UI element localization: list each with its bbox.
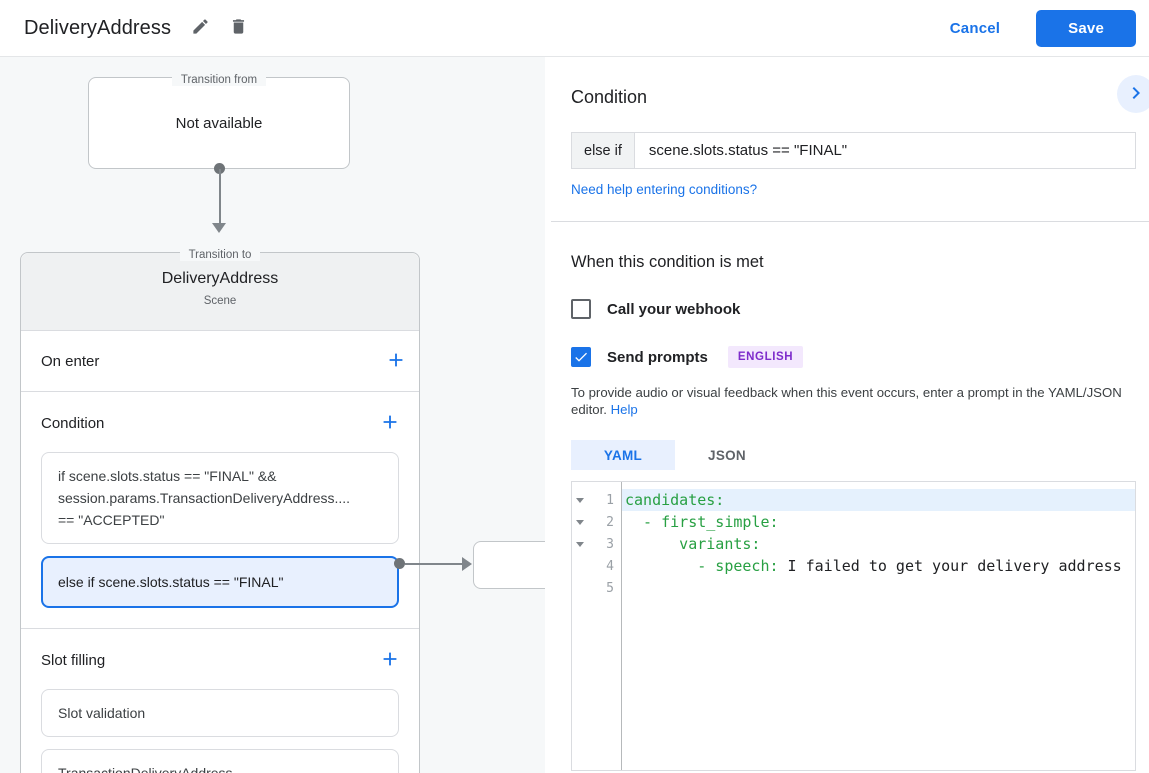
collapse-panel-button[interactable]	[1117, 75, 1149, 113]
connector-arrowhead-down	[212, 223, 226, 233]
slot-transaction-item[interactable]: TransactionDeliveryAddress	[41, 749, 399, 773]
delete-scene-button[interactable]	[221, 11, 255, 45]
fold-arrow-icon[interactable]	[576, 519, 584, 525]
slot-filling-label: Slot filling	[41, 651, 106, 669]
fold-arrow-icon[interactable]	[576, 497, 584, 503]
plus-icon	[385, 349, 407, 374]
line-number: 2	[606, 514, 614, 530]
send-prompts-label: Send prompts	[607, 348, 708, 366]
connector-arrowhead-right	[462, 557, 472, 571]
language-badge: ENGLISH	[727, 346, 804, 368]
transition-from-content: Not available	[175, 114, 263, 132]
scene-type-label: Scene	[203, 295, 237, 307]
transition-from-legend: Transition from	[89, 70, 349, 88]
condition-prefix-label: else if	[571, 132, 635, 169]
scene-card-header: DeliveryAddress Scene	[21, 253, 419, 331]
add-on-enter-button[interactable]	[381, 346, 411, 376]
transition-to-legend: Transition to	[21, 245, 419, 263]
chevron-right-icon	[1124, 81, 1148, 108]
webhook-checkbox[interactable]	[571, 299, 591, 319]
condition-section-label: Condition	[41, 414, 105, 432]
transition-target-box	[473, 541, 545, 589]
top-bar: DeliveryAddress Cancel Save	[0, 0, 1149, 57]
divider	[551, 221, 1149, 222]
trash-icon	[229, 17, 248, 39]
help-link[interactable]: Help	[610, 402, 638, 417]
condition-editor-panel: Condition else if Need help entering con…	[545, 57, 1149, 773]
cancel-button[interactable]: Cancel	[940, 12, 1010, 45]
line-number: 1	[606, 492, 614, 508]
on-enter-section: On enter	[21, 331, 419, 392]
tab-json[interactable]: JSON	[675, 440, 779, 470]
connector-line-horizontal	[405, 563, 462, 565]
code-editor[interactable]: 1 2 3 4 5 candidates: - first_simple: varian…	[571, 481, 1136, 771]
page-title: DeliveryAddress	[24, 16, 172, 39]
scene-name: DeliveryAddress	[161, 270, 279, 287]
pencil-icon	[191, 17, 210, 39]
panel-title: Condition	[571, 87, 648, 107]
fold-arrow-icon[interactable]	[576, 541, 584, 547]
plus-icon	[379, 411, 401, 436]
slot-filling-section: Slot filling Slot validation Transaction…	[21, 629, 419, 773]
send-prompts-row: Send prompts ENGLISH	[571, 346, 1136, 368]
scene-card: Transition to DeliveryAddress Scene On e…	[20, 249, 420, 773]
code-line[interactable]: candidates:	[622, 489, 1135, 511]
send-prompts-checkbox[interactable]	[571, 347, 591, 367]
webhook-row: Call your webhook	[571, 299, 1136, 319]
condition-expression-row: else if	[571, 132, 1136, 169]
condition-met-heading: When this condition is met	[571, 253, 764, 271]
editor-gutter: 1 2 3 4 5	[572, 482, 622, 770]
condition-section: Condition if scene.slots.status == "FINA…	[21, 392, 419, 629]
condition-expression-input[interactable]	[633, 132, 1136, 169]
slot-validation-item[interactable]: Slot validation	[41, 689, 399, 737]
code-line[interactable]: - first_simple:	[625, 513, 779, 531]
transition-from-box: Transition from Not available	[88, 74, 350, 169]
editor-code-area[interactable]: candidates: - first_simple: variants: - …	[622, 482, 1135, 770]
conditions-help-link[interactable]: Need help entering conditions?	[571, 182, 758, 197]
code-line[interactable]: variants:	[625, 535, 761, 553]
webhook-label: Call your webhook	[607, 300, 741, 318]
code-line[interactable]	[622, 577, 1135, 599]
line-number: 3	[606, 536, 614, 552]
on-enter-label: On enter	[41, 352, 100, 370]
connector-line-vertical	[219, 169, 221, 223]
plus-icon	[379, 648, 401, 673]
tab-yaml[interactable]: YAML	[571, 440, 675, 470]
add-condition-button[interactable]	[375, 408, 405, 438]
condition-item-selected[interactable]: else if scene.slots.status == "FINAL"	[41, 556, 399, 608]
edit-title-button[interactable]	[183, 11, 217, 45]
prompt-helper-text: To provide audio or visual feedback when…	[571, 385, 1122, 417]
connector-dot	[214, 163, 225, 174]
add-slot-button[interactable]	[375, 645, 405, 675]
line-number: 4	[606, 558, 614, 574]
scene-flow-canvas: Transition from Not available Transition…	[0, 57, 545, 773]
condition-item[interactable]: if scene.slots.status == "FINAL" && sess…	[41, 452, 399, 544]
save-button[interactable]: Save	[1036, 9, 1136, 47]
line-number: 5	[606, 580, 614, 596]
editor-format-tabs: YAML JSON	[571, 440, 1136, 470]
connector-dot	[394, 558, 405, 569]
code-line[interactable]: - speech: I failed to get your delivery …	[625, 557, 1122, 575]
